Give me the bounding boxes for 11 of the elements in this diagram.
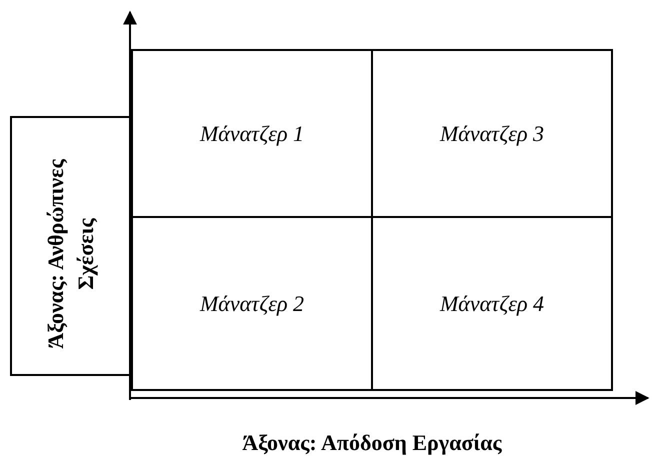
axis-label-box <box>10 116 131 376</box>
manager-label: Μάνατζερ 1 <box>200 120 304 148</box>
grid-cell <box>131 216 373 391</box>
manager-label: Μάνατζερ 2 <box>200 290 304 318</box>
grid-cell <box>371 49 613 218</box>
axis-title: Άξονας: Ανθρώπινες Σχέσεις <box>42 158 99 351</box>
manager-label: Μάνατζερ 3 <box>440 120 544 148</box>
grid-cell <box>371 216 613 391</box>
manager-label: Μάνατζερ 4 <box>440 290 544 318</box>
axis-title: Άξονας: Απόδοση Εργασίας <box>241 429 503 457</box>
grid-cell <box>131 49 373 218</box>
